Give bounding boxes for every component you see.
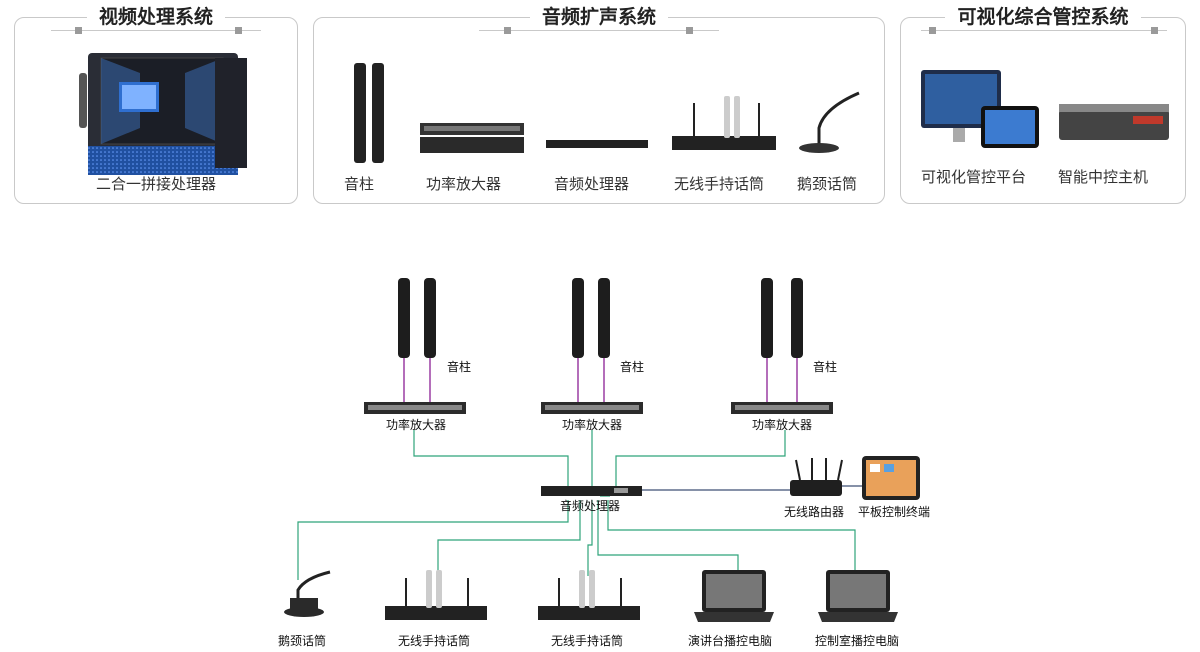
- device-label: 可视化管控平台: [921, 168, 1027, 186]
- device-label: 音频处理器: [554, 175, 630, 193]
- speaker-group-2-image: [572, 278, 610, 358]
- device-label: 智能中控主机: [1058, 168, 1149, 186]
- title-deco-left: [929, 27, 936, 34]
- network-cables: [642, 470, 881, 491]
- signal-cables: [297, 430, 856, 580]
- title-deco-left: [75, 27, 82, 34]
- gooseneck-mic-label: 鹅颈话筒: [278, 634, 327, 648]
- amplifier-images: [364, 402, 833, 414]
- panel-title: 音频扩声系统: [529, 6, 668, 28]
- gooseneck-mic-image: [284, 570, 331, 617]
- panel-title-rule: [921, 30, 1167, 31]
- wireless-mic-2-image: [538, 570, 640, 620]
- wireless-mic-2-label: 无线手持话筒: [551, 634, 624, 648]
- router-label: 无线路由器: [784, 505, 845, 519]
- wireless-mic-1-label: 无线手持话筒: [398, 634, 471, 648]
- video-processing-panel: 视频处理系统 二合一拼接处理器: [14, 6, 298, 204]
- title-deco-right: [686, 27, 693, 34]
- title-deco-right: [235, 27, 242, 34]
- control-room-pc-label: 控制室播控电脑: [815, 634, 900, 648]
- speaker-group-3-image: [761, 278, 803, 358]
- control-room-laptop-image: [818, 570, 898, 622]
- tablet-label: 平板控制终端: [858, 505, 931, 519]
- splicing-processor-image: [79, 53, 247, 175]
- speaker-2-label: 音柱: [620, 360, 645, 374]
- control-devices-image: [921, 70, 1169, 148]
- tablet-image: [862, 456, 920, 500]
- audio-devices-image: [354, 63, 860, 163]
- podium-laptop-image: [694, 570, 774, 622]
- panel-title-rule: [479, 30, 719, 31]
- visual-control-panel: 可视化综合管控系统 可视化管控平台 智能中控主机: [900, 6, 1186, 204]
- panel-title: 可视化综合管控系统: [945, 6, 1141, 28]
- title-deco-left: [504, 27, 511, 34]
- device-label: 音柱: [344, 175, 375, 193]
- speaker-1-label: 音柱: [447, 360, 472, 374]
- amp-3-label: 功率放大器: [752, 418, 813, 432]
- router-image: [790, 458, 843, 496]
- podium-pc-label: 演讲台播控电脑: [688, 634, 773, 648]
- wireless-mic-1-image: [385, 570, 487, 620]
- device-label: 无线手持话筒: [674, 175, 765, 193]
- panel-title: 视频处理系统: [86, 6, 225, 28]
- amp-1-label: 功率放大器: [386, 418, 447, 432]
- panel-title-rule: [51, 30, 261, 31]
- speaker-cables: [403, 358, 798, 402]
- device-label: 鹅颈话筒: [797, 175, 858, 193]
- device-label: 功率放大器: [426, 175, 502, 193]
- processor-image: [541, 486, 642, 496]
- speaker-3-label: 音柱: [813, 360, 838, 374]
- title-deco-right: [1151, 27, 1158, 34]
- speaker-group-1-image: [398, 278, 436, 358]
- processor-label: 音频处理器: [560, 499, 621, 513]
- device-label: 二合一拼接处理器: [95, 175, 216, 193]
- amp-2-label: 功率放大器: [562, 418, 623, 432]
- audio-system-panel: 音频扩声系统 音柱 功率放大器 音频处理器 无线手持话筒 鹅颈话筒: [313, 6, 885, 204]
